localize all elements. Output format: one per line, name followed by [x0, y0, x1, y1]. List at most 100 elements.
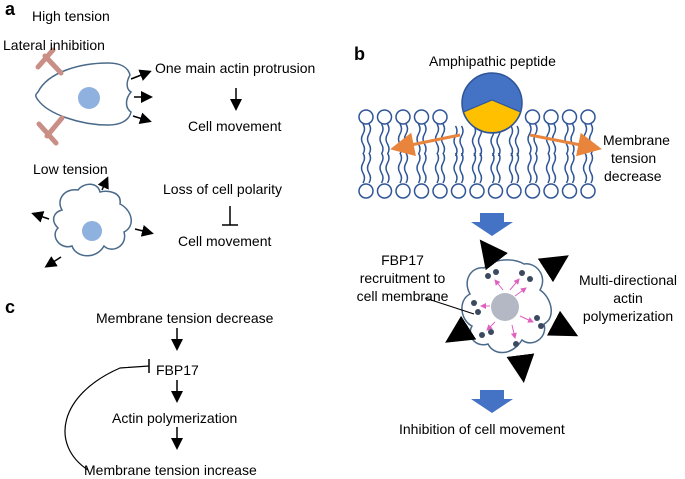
c-membrane-tension-decrease: Membrane tension decrease	[96, 310, 274, 326]
lipid-tail-upper	[508, 125, 514, 157]
block-arrow-down-1	[471, 213, 513, 236]
inhibition-label: Inhibition of cell movement	[399, 421, 565, 437]
c-membrane-tension-increase: Membrane tension increase	[84, 462, 257, 478]
lipid-tail-lower	[397, 152, 403, 184]
feedback-loop-line	[64, 365, 150, 471]
lipid-tail-lower	[514, 152, 520, 184]
panel-label-a: a	[5, 0, 16, 19]
fbp17-recruitment-line-1: FBP17	[381, 252, 424, 268]
lipid-tail-lower	[564, 152, 569, 184]
lipid-tail-lower	[570, 152, 575, 184]
lipid-tail-upper	[416, 123, 421, 155]
lipid-tail-upper	[564, 123, 569, 155]
membrane-tension-decrease-line-1: Membrane	[603, 132, 670, 148]
lipid-head-upper	[358, 109, 374, 125]
lipid-tail-lower	[366, 152, 372, 184]
lipid-tail-lower	[490, 152, 495, 184]
loss-of-polarity-label: Loss of cell polarity	[163, 181, 283, 197]
lipid-head-lower	[450, 183, 467, 199]
inhibition-bar-a	[222, 206, 238, 226]
irregular-cell-outline	[52, 183, 132, 257]
multi-directional-arrows	[445, 239, 579, 383]
membrane-tension-decrease-line-2: tension	[611, 150, 657, 166]
spread-cell-nucleus	[491, 293, 519, 321]
lower-lipid-leaflet	[358, 152, 596, 199]
fbp17-recruitment-line-2: recruitment to	[359, 270, 446, 286]
lipid-tail-upper	[453, 125, 458, 157]
lipid-head-lower	[543, 183, 559, 199]
lipid-head-lower	[358, 183, 374, 199]
lipid-head-upper	[376, 109, 393, 125]
lipid-tail-upper	[403, 123, 409, 155]
lipid-head-upper	[524, 109, 541, 125]
lipid-head-lower	[561, 183, 578, 199]
lipid-head-lower	[506, 183, 522, 199]
lipid-tail-lower	[385, 152, 390, 184]
lateral-inhibition-top	[35, 47, 64, 76]
lipid-head-lower	[432, 183, 448, 199]
lipid-head-upper	[432, 109, 448, 125]
lipid-tail-upper	[422, 123, 427, 155]
lipid-tail-lower	[508, 152, 514, 184]
lipid-head-upper	[543, 109, 559, 125]
polarized-cell-nucleus	[78, 87, 100, 109]
lipid-tail-lower	[403, 152, 409, 184]
tension-arrow-left	[390, 132, 461, 157]
c-actin-polymerization: Actin polymerization	[112, 410, 238, 426]
membrane-tension-decrease-line-3: decrease	[604, 168, 662, 184]
lipid-head-upper	[413, 109, 430, 125]
lipid-tail-upper	[385, 123, 390, 155]
tension-arrow-right	[529, 132, 602, 157]
low-tension-label: Low tension	[33, 161, 108, 177]
fbp17-dots	[471, 269, 544, 347]
lipid-tail-upper	[570, 123, 575, 155]
lipid-tail-upper	[459, 125, 464, 157]
lipid-tail-upper	[514, 125, 520, 157]
lipid-tail-lower	[551, 152, 557, 184]
lipid-head-upper	[580, 109, 596, 125]
lipid-head-lower	[524, 183, 541, 199]
amphipathic-peptide-label: Amphipathic peptide	[429, 53, 556, 69]
lipid-head-lower	[376, 183, 393, 199]
lipid-tail-lower	[434, 152, 440, 184]
multi-directional-line-3: polymerization	[582, 308, 674, 324]
lipid-tail-upper	[533, 123, 538, 155]
lipid-tail-lower	[477, 152, 483, 184]
lipid-head-lower	[413, 183, 430, 199]
lipid-tail-lower	[533, 152, 538, 184]
lipid-tail-lower	[588, 152, 594, 184]
lipid-tail-upper	[527, 123, 532, 155]
lipid-tail-lower	[471, 152, 477, 184]
lipid-tail-lower	[360, 152, 366, 184]
high-tension-label: High tension	[32, 8, 110, 24]
polarized-cell-outline	[35, 62, 133, 126]
lipid-tail-lower	[453, 152, 458, 184]
cell-movement-top-label: Cell movement	[188, 118, 282, 134]
amphipathic-peptide-icon	[461, 72, 523, 134]
lipid-tail-lower	[459, 152, 464, 184]
lipid-head-lower	[469, 183, 485, 199]
panel-label-c: c	[5, 297, 16, 317]
one-main-protrusion-label: One main actin protrusion	[155, 60, 316, 76]
lipid-tail-upper	[471, 125, 477, 157]
spread-cell-outline	[461, 259, 552, 354]
lipid-head-lower	[395, 183, 411, 199]
lipid-tail-lower	[545, 152, 551, 184]
lipid-tail-lower	[422, 152, 427, 184]
cell-movement-bottom-label: Cell movement	[178, 233, 272, 249]
multi-directional-line-2: actin	[613, 290, 643, 306]
lipid-tail-lower	[496, 152, 501, 184]
lipid-tail-lower	[416, 152, 421, 184]
multi-directional-line-1: Multi-directional	[578, 272, 678, 288]
c-fbp17: FBP17	[156, 362, 199, 378]
fbp17-recruitment-line-3: cell membrane	[356, 288, 449, 304]
lipid-head-upper	[395, 109, 411, 125]
lateral-inhibition-label: Lateral inhibition	[3, 37, 105, 53]
panel-label-b: b	[354, 44, 365, 64]
lateral-inhibition-bottom	[36, 115, 65, 146]
lipid-head-lower	[487, 183, 504, 199]
pink-recruitment-arrows	[480, 278, 534, 339]
lipid-tail-upper	[588, 123, 594, 155]
